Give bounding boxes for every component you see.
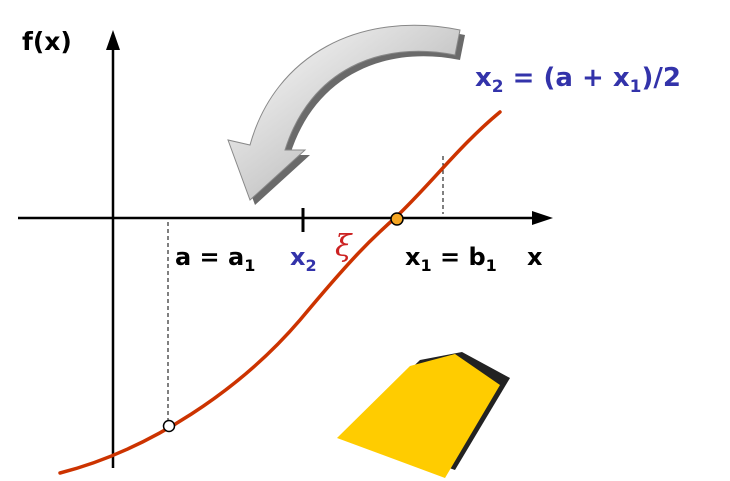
- formula-label: x2 = (a + x1)/2: [475, 63, 681, 97]
- axes: [18, 30, 553, 468]
- a-label: a = a1: [175, 243, 255, 275]
- y-axis-label: f(x): [22, 27, 72, 56]
- pointer-icon: [337, 352, 510, 478]
- x2-label: x2: [290, 243, 317, 275]
- point-a-marker: [162, 419, 176, 433]
- x-axis-label: x: [527, 243, 543, 271]
- x1-b1-label: x1 = b1: [405, 243, 497, 275]
- root-marker: [390, 212, 404, 226]
- xi-label: ξ: [335, 229, 353, 264]
- curved-arrow-icon: [227, 24, 465, 205]
